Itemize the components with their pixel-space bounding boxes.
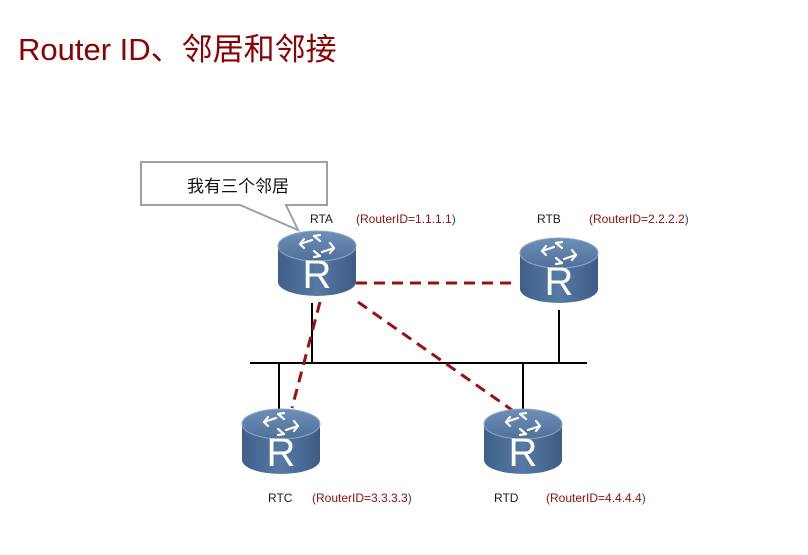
callout-bubble: [140, 161, 328, 232]
router-rtb-icon[interactable]: [518, 236, 600, 306]
page-title: Router ID、邻居和邻接: [18, 32, 337, 67]
router-rtc-icon[interactable]: [240, 407, 322, 477]
callout-text: 我有三个邻居: [187, 177, 289, 196]
router-id-rtb-text: (RouterID=2.2.2.2: [589, 212, 685, 226]
router-id-rta: (RouterID=1.1.1.1): [356, 212, 456, 226]
router-id-rtb-close: ): [684, 212, 689, 226]
router-name-rtd: RTD: [494, 491, 519, 505]
router-rta-icon[interactable]: [276, 229, 358, 299]
router-id-rtd: (RouterID=4.4.4.4): [546, 491, 646, 505]
router-id-rtb: (RouterID=2.2.2.2): [589, 212, 689, 226]
neighbor-line-rta-rtc: [290, 301, 322, 409]
router-id-rta-close: ): [451, 212, 456, 226]
router-id-rtd-text: (RouterID=4.4.4.4: [546, 491, 642, 505]
router-id-rta-text: (RouterID=1.1.1.1: [356, 212, 452, 226]
router-id-rtc-close: ): [407, 491, 412, 505]
router-id-rtc: (RouterID=3.3.3.3): [312, 491, 412, 505]
router-name-rta: RTA: [310, 212, 333, 226]
router-rtd-icon[interactable]: [482, 407, 564, 477]
router-id-rtc-text: (RouterID=3.3.3.3: [312, 491, 408, 505]
router-id-rtd-close: ): [641, 491, 646, 505]
router-name-rtb: RTB: [537, 212, 561, 226]
router-name-rtc: RTC: [268, 491, 293, 505]
neighbor-line-rta-rtd: [357, 300, 513, 412]
